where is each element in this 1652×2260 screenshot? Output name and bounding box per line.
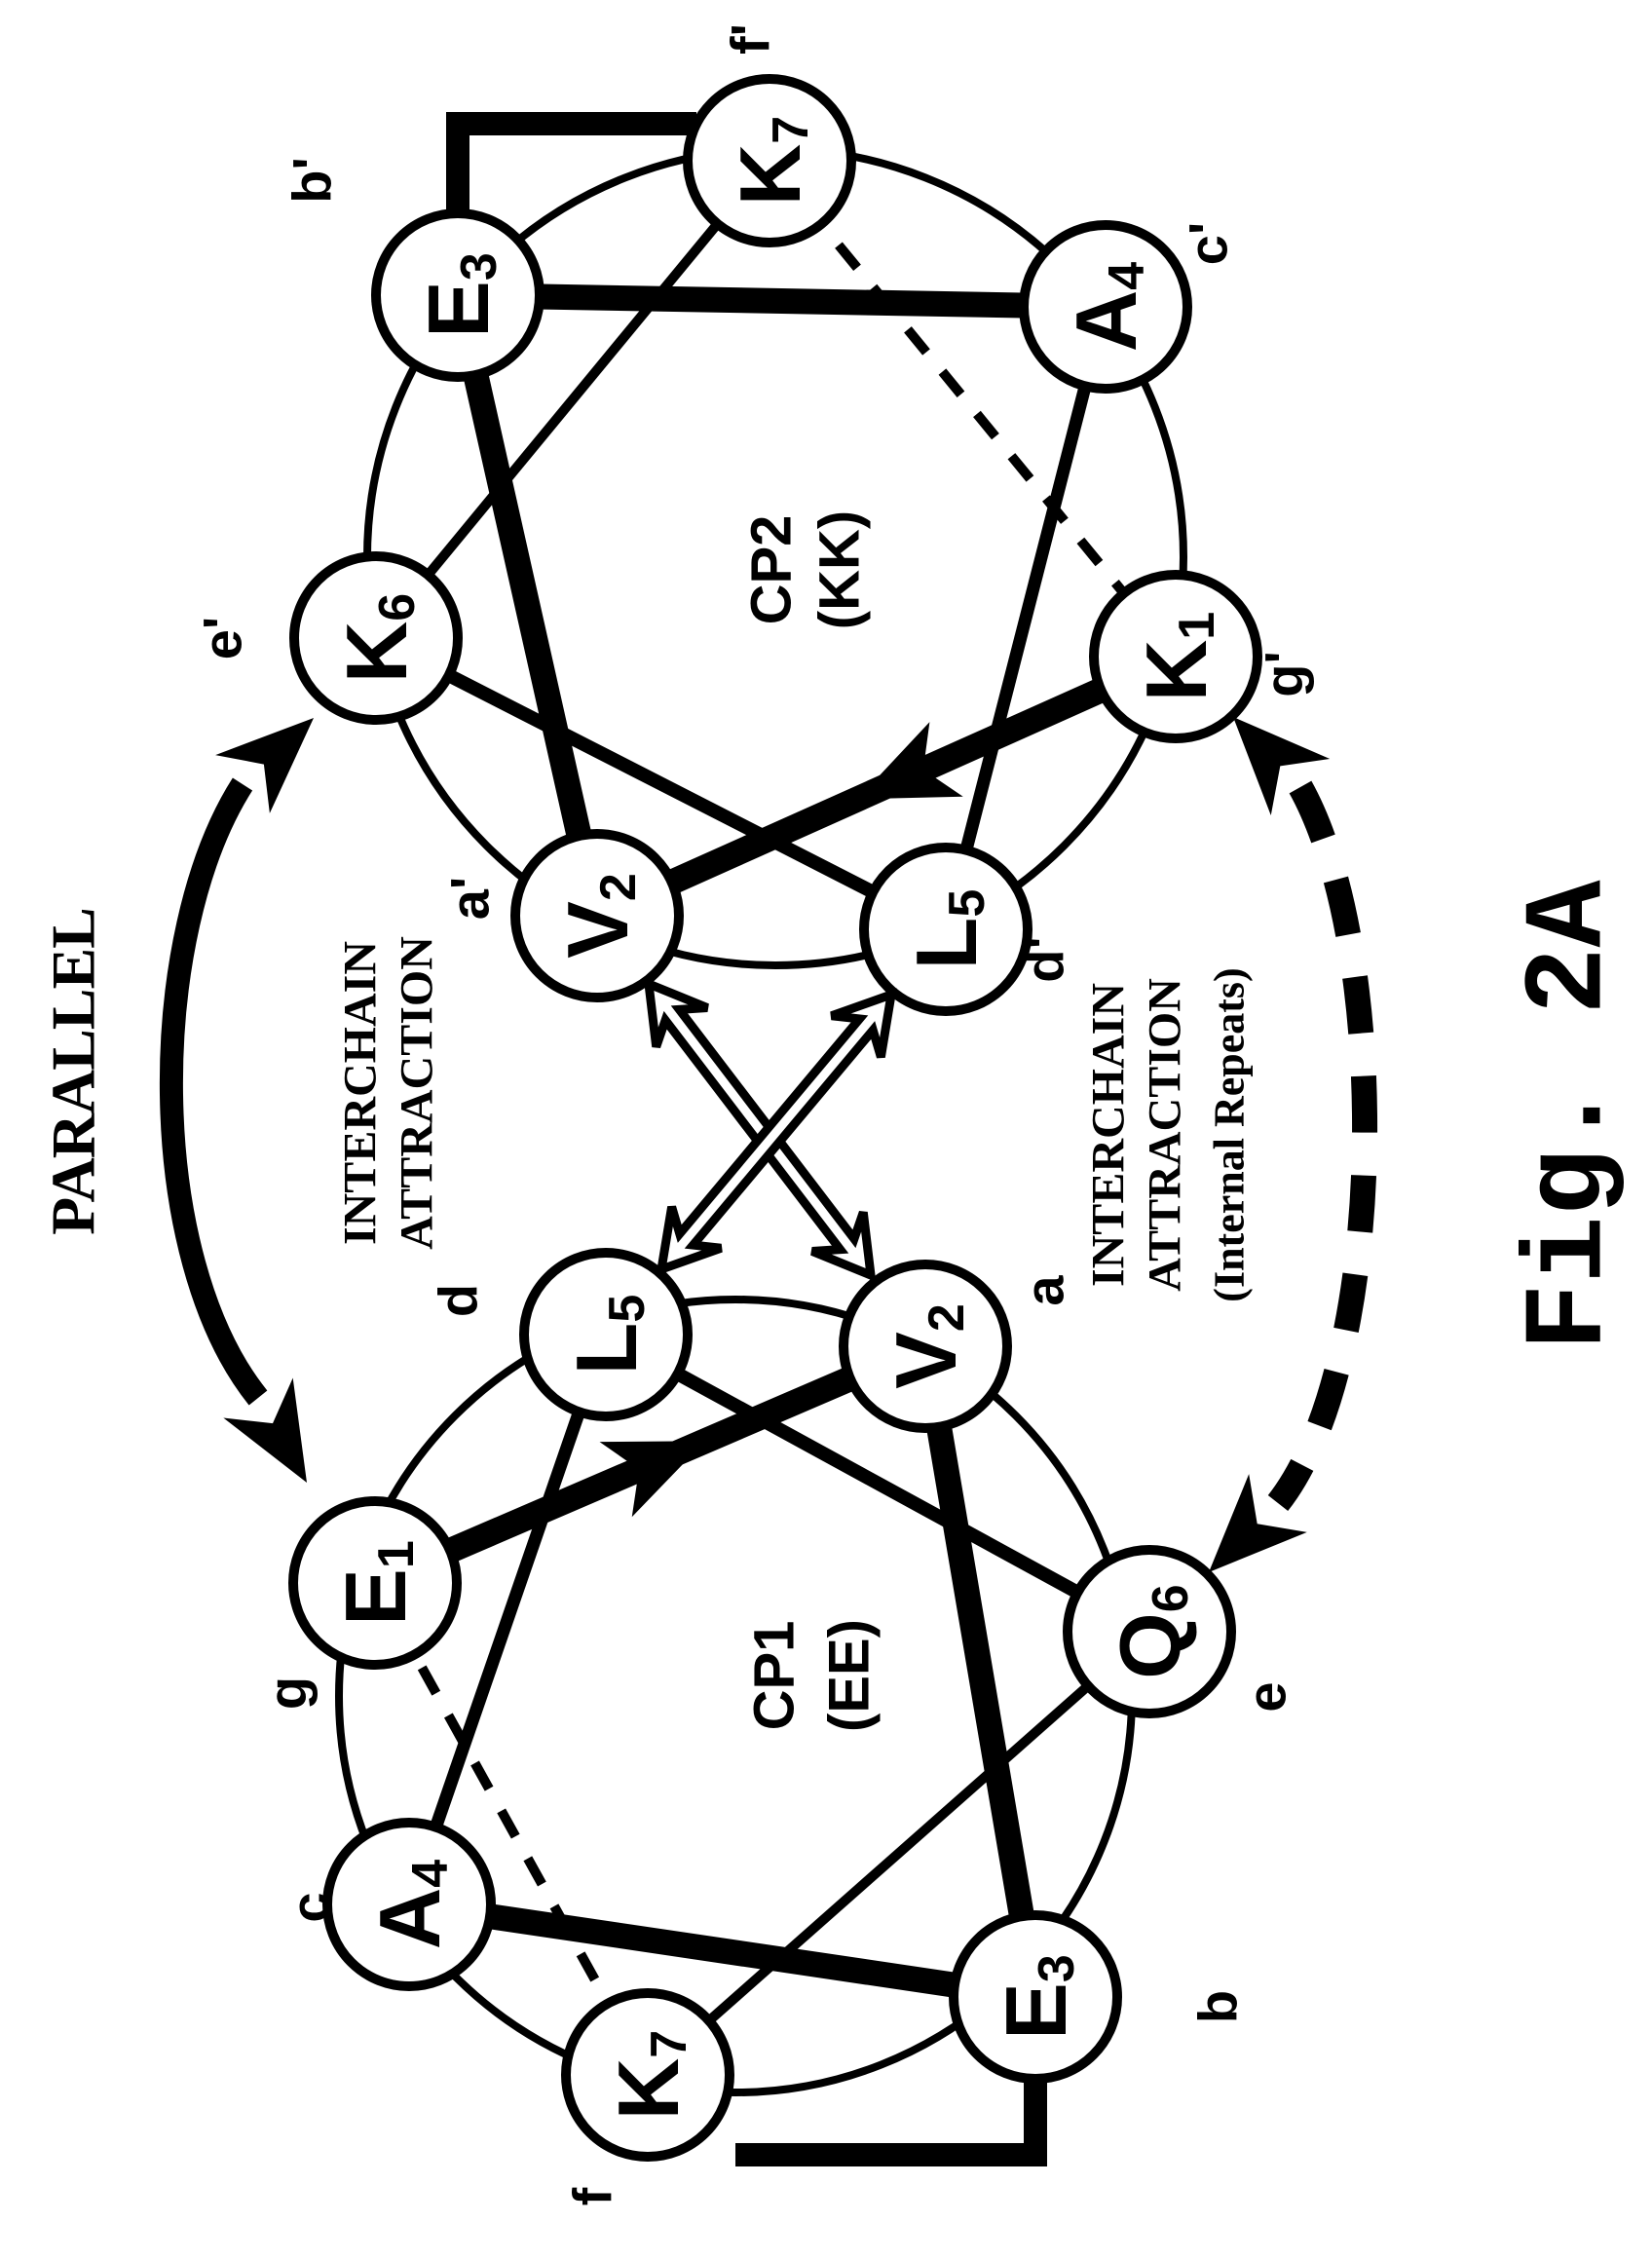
node-residue-cp1-b: E3 [988,1954,1086,2040]
position-letter-cp2-b-prime: b' [282,157,343,204]
interchain-left-line1: INTERCHAIN [335,941,387,1245]
position-letter-cp1-a: a [1014,1275,1075,1306]
interchain-right-line1: INTERCHAIN [1083,983,1135,1287]
chord-line [939,305,1112,931]
chord-line [372,157,773,642]
node-circle-cp1-f [561,1988,734,2162]
parallel-label: PARALLEL [39,908,108,1235]
chord-line [445,292,610,919]
chord-line [457,282,1107,320]
interchain-arrow-a-aprime [643,976,877,1283]
chord-line [407,1892,1037,2010]
node-residue-cp1-f: K7 [600,2030,698,2120]
internal-repeats-arrow-shaft [1267,780,1377,1512]
chain-direction-arrowhead [599,1441,705,1518]
node-circle-cp2-g-prime [1089,570,1262,743]
node-circle-cp1-e [1063,1545,1236,1718]
node-residue-cp2-f-prime: K7 [722,116,820,206]
node-circle-cp2-d-prime [859,843,1032,1016]
node-residue-cp2-c-prime: A4 [1058,262,1156,353]
parallel-arrowhead-top [215,718,314,813]
chord-line [370,1580,653,2078]
node-circle-cp2-c-prime [1019,220,1192,394]
wheel-cp2-title: CP2 [740,515,804,625]
chord-line [913,1343,1048,2000]
chord-line [372,631,950,936]
node-residue-cp1-c: A4 [361,1860,460,1950]
interchain-left-line2: ATTRACTION [392,936,443,1250]
chord-line [602,1328,1153,1638]
diagram-geometry: K1g'V2a'E3b'A4c'L5d'K6e'K7f'E1gV2aE3bA4c… [159,23,1377,2205]
interchain-cross-arrows [643,976,897,1283]
position-letter-cp1-d: d [428,1284,489,1317]
parallel-arrow-shaft [159,777,268,1406]
chord-line [644,1628,1153,2079]
node-residue-cp2-b-prime: E3 [410,252,508,338]
wheel-cp2-subtitle: (KK) [808,510,872,629]
position-letter-cp1-c: c [280,1892,341,1922]
position-letter-cp1-g: g [257,1676,319,1710]
chain-direction-arrowhead [857,722,963,800]
node-circle-cp2-e-prime [289,551,463,725]
node-residue-cp2-e-prime: K6 [328,593,427,683]
node-residue-cp1-d: L5 [558,1295,657,1375]
ionic-bracket-cp2 [446,112,696,213]
ionic-bracket-cp1 [735,2079,1047,2166]
interchain-arrow-d-dprime [656,988,897,1276]
parallel-arrowhead-bottom [223,1377,307,1483]
node-circle-cp1-d [519,1248,693,1421]
wheel-cp2: K1 g' V2 a' E3 b' A4 c' L5 d' K6 e' K7 f' [192,23,1315,1016]
position-letter-cp2-c-prime: c' [1178,222,1239,265]
wheel-cp1-subtitle: (EE) [818,1619,882,1732]
interchain-right-line2: ATTRACTION [1140,978,1191,1292]
node-residue-cp1-e: Q6 [1102,1584,1200,1678]
internal-repeats-arrow [1209,717,1377,1572]
node-residue-cp1-a: V2 [878,1303,976,1389]
position-letter-cp1-f: f [562,2187,623,2205]
node-circle-cp1-a [839,1260,1012,1433]
position-letter-cp2-g-prime: g' [1254,651,1315,697]
node-circle-cp1-c [322,1818,496,1991]
position-letter-cp1-b: b [1187,1990,1249,2023]
internal-repeats-arrowhead-bottom [1209,1474,1307,1572]
position-letter-cp2-d-prime: d' [1014,936,1075,983]
node-circle-cp2-a-prime [510,829,684,1002]
wheel-cp1: E1 g V2 aE3 b A4 c L5 dQ6 eK7 f [257,1248,1297,2205]
node-residue-cp2-d-prime: L5 [898,889,996,970]
position-letter-cp2-f-prime: f' [720,23,781,55]
parallel-arrow [159,718,314,1483]
position-letter-cp2-e-prime: e' [192,617,253,659]
figure-label: Fig. 2A [1507,879,1634,1350]
wheel-cp1-title: CP1 [743,1621,807,1731]
position-letter-cp1-e: e [1236,1681,1297,1712]
node-residue-cp2-g-prime: K1 [1128,612,1226,701]
position-letter-cp2-a-prime: a' [439,877,501,920]
node-residue-cp2-a-prime: V2 [549,873,648,959]
node-circle-cp1-b [949,1910,1122,2084]
node-circle-cp2-f-prime [683,74,856,247]
node-circle-cp2-b-prime [371,208,544,382]
chord-line [402,1332,613,1907]
interchain-right-line3: (Internal Repeats) [1206,967,1254,1301]
node-circle-cp1-g [288,1496,462,1670]
node-residue-cp1-g: E1 [327,1540,426,1626]
internal-repeats-arrowhead-top [1233,717,1331,815]
